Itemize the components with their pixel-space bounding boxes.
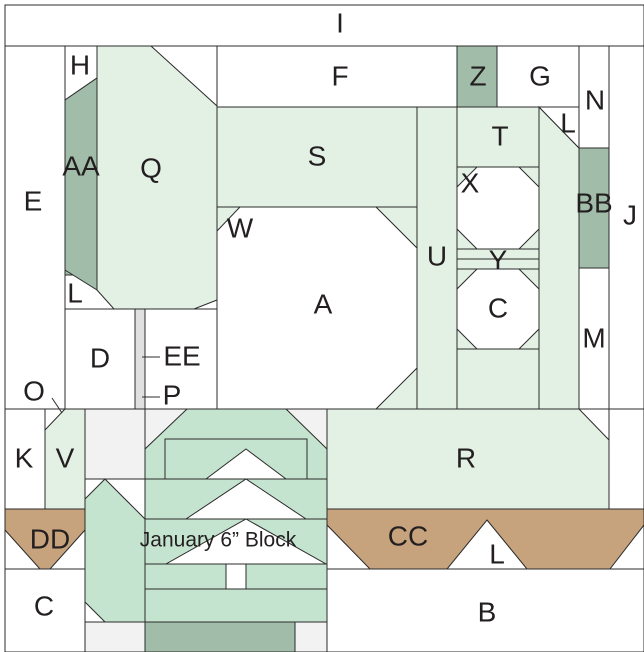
label-e: E xyxy=(24,185,43,216)
piece-l-right xyxy=(539,107,579,409)
label-p: P xyxy=(163,379,182,410)
label-dd: DD xyxy=(30,523,70,554)
label-z: Z xyxy=(469,60,486,91)
label-s: S xyxy=(308,140,327,171)
label-l-top: L xyxy=(560,107,576,138)
label-l-bottom: L xyxy=(489,538,505,569)
label-g: G xyxy=(529,60,551,91)
label-l-left: L xyxy=(67,277,83,308)
label-y: Y xyxy=(489,244,508,275)
label-x: X xyxy=(461,167,480,198)
label-f: F xyxy=(331,60,348,91)
label-a: A xyxy=(314,288,333,319)
label-aa: AA xyxy=(62,150,100,181)
piece-mid-gray xyxy=(85,409,145,479)
piece-i xyxy=(5,5,644,46)
label-u: U xyxy=(427,240,447,271)
tree-bottom-gray xyxy=(295,622,327,652)
label-c-bottom: C xyxy=(34,590,54,621)
label-v: V xyxy=(56,442,75,473)
label-c-top: C xyxy=(488,292,508,323)
piece-left-gray xyxy=(85,622,145,652)
label-m: M xyxy=(582,322,605,353)
label-w: W xyxy=(227,212,254,243)
block-title: January 6” Block xyxy=(140,529,297,552)
piece-e xyxy=(5,46,65,409)
label-k: K xyxy=(15,442,34,473)
label-cc: CC xyxy=(388,520,428,551)
label-t: T xyxy=(491,120,508,151)
label-bb: BB xyxy=(575,187,612,218)
piece-j-lower xyxy=(609,409,644,509)
tree-trunk xyxy=(226,564,246,589)
label-j: J xyxy=(623,199,637,230)
label-i: I xyxy=(336,7,344,38)
tree-bottom-dark xyxy=(145,622,295,652)
label-d: D xyxy=(90,342,110,373)
label-r: R xyxy=(456,442,476,473)
label-o: O xyxy=(23,375,45,406)
label-b: B xyxy=(478,596,497,627)
label-n: N xyxy=(585,84,605,115)
piece-left-tree xyxy=(85,479,145,622)
tree-band-5 xyxy=(145,589,327,622)
label-q: Q xyxy=(140,152,162,183)
label-h: H xyxy=(70,49,90,80)
piece-aa-fill xyxy=(65,78,97,290)
piece-ee-strip xyxy=(135,309,145,409)
piece-t-lower xyxy=(457,349,539,409)
label-ee: EE xyxy=(163,340,200,371)
